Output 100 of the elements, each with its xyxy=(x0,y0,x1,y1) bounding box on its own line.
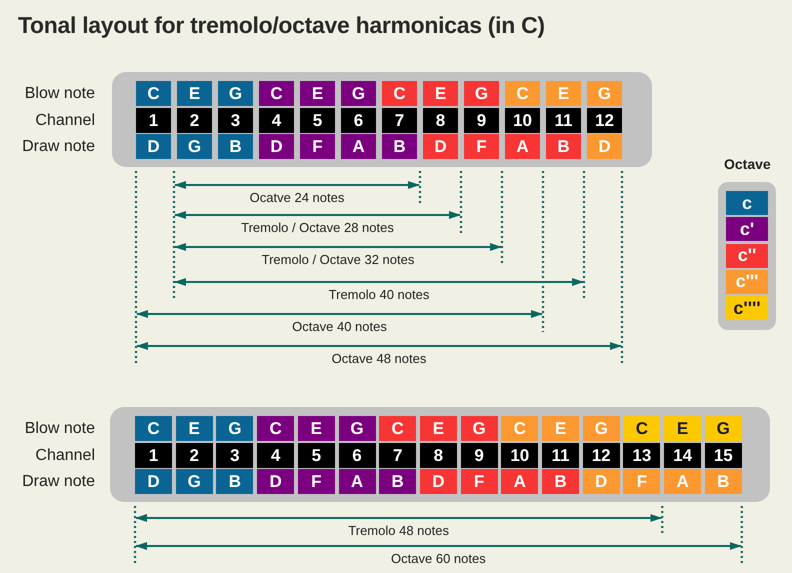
channel-number-cell: 10 xyxy=(505,108,540,133)
draw-note-cell: B xyxy=(704,469,742,494)
blow-note-cell: C xyxy=(259,81,294,106)
draw-note-cell: B xyxy=(542,469,579,494)
blow-note-cell: G xyxy=(341,81,376,106)
channel-number-cell: 4 xyxy=(257,443,294,468)
channel-number-cell: 1 xyxy=(135,443,172,468)
octave-swatch: c''' xyxy=(726,270,768,294)
blow-note-cell: C xyxy=(382,81,417,106)
channel-number-cell: 6 xyxy=(338,443,376,468)
draw-note-cell: F xyxy=(623,469,660,494)
channel-number-cell: 2 xyxy=(176,443,213,468)
channel-number-cell: 3 xyxy=(218,108,253,133)
channel-number-cell: 2 xyxy=(177,108,212,133)
blow-note-cell: E xyxy=(542,416,579,441)
channel-number-cell: 11 xyxy=(546,108,581,133)
blow-note-cell: C xyxy=(136,81,171,106)
draw-note-cell: D xyxy=(582,469,620,494)
blow-note-cell: E xyxy=(664,416,702,441)
draw-note-cell: D xyxy=(420,469,457,494)
channel-number-cell: 12 xyxy=(582,443,620,468)
blow-note-cell: E xyxy=(420,416,457,441)
draw-note-cell: D xyxy=(257,469,294,494)
blow-note-cell: G xyxy=(587,81,622,106)
draw-note-cell: A xyxy=(338,469,376,494)
blow-note-cell: C xyxy=(257,416,294,441)
draw-note-cell: B xyxy=(546,134,581,159)
octave-swatch: c'''' xyxy=(726,296,768,320)
blow-note-cell: G xyxy=(460,416,498,441)
draw-note-cell: A xyxy=(341,134,376,159)
draw-note-cell: D xyxy=(136,134,171,159)
blow-note-cell: G xyxy=(216,416,254,441)
draw-note-cell: B xyxy=(216,469,254,494)
draw-note-cell: A xyxy=(505,134,540,159)
draw-note-cell: D xyxy=(587,134,622,159)
span-label: Ocatve 24 notes xyxy=(250,190,344,205)
octave-swatch: c' xyxy=(726,217,768,242)
draw-note-cell: D xyxy=(423,134,458,159)
draw-note-label: Draw note xyxy=(21,473,95,491)
draw-note-cell: B xyxy=(379,469,416,494)
span-label: Tremolo / Octave 28 notes xyxy=(241,220,394,235)
draw-note-cell: F xyxy=(298,469,335,494)
span-label: Octave 40 notes xyxy=(292,319,387,334)
channel-number-cell: 15 xyxy=(704,443,742,468)
channel-number-cell: 3 xyxy=(216,443,254,468)
channel-number-cell: 9 xyxy=(460,443,498,468)
blow-note-label: Blow note xyxy=(24,420,95,438)
channel-number-cell: 5 xyxy=(300,108,335,133)
span-label: Tremolo 48 notes xyxy=(348,523,449,538)
channel-number-cell: 7 xyxy=(382,108,417,133)
draw-note-cell: D xyxy=(135,469,172,494)
draw-note-cell: F xyxy=(460,469,498,494)
channel-number-cell: 9 xyxy=(464,108,499,133)
channel-label: Channel xyxy=(34,112,95,130)
blow-note-cell: C xyxy=(505,81,540,106)
draw-note-cell: F xyxy=(464,134,499,159)
blow-note-cell: C xyxy=(135,416,172,441)
draw-note-cell: B xyxy=(382,134,417,159)
blow-note-cell: E xyxy=(176,416,213,441)
blow-note-cell: E xyxy=(177,81,212,106)
blow-note-cell: E xyxy=(298,416,335,441)
channel-number-cell: 12 xyxy=(587,108,622,133)
blow-note-cell: G xyxy=(464,81,499,106)
span-label: Octave 48 notes xyxy=(332,351,426,366)
draw-note-cell: A xyxy=(501,469,538,494)
channel-number-cell: 10 xyxy=(501,443,538,468)
draw-note-cell: D xyxy=(259,134,294,159)
blow-note-cell: E xyxy=(300,81,335,106)
channel-number-cell: 14 xyxy=(664,443,702,468)
draw-note-cell: B xyxy=(218,134,253,159)
channel-number-cell: 5 xyxy=(298,443,335,468)
draw-note-cell: A xyxy=(664,469,702,494)
blow-note-cell: E xyxy=(546,81,581,106)
span-label: Tremolo 40 notes xyxy=(328,287,430,302)
channel-number-cell: 4 xyxy=(259,108,294,133)
draw-note-cell: F xyxy=(300,134,335,159)
legend-heading: Octave xyxy=(724,156,771,172)
draw-note-label: Draw note xyxy=(21,138,95,156)
blow-note-cell: C xyxy=(379,416,416,441)
channel-number-cell: 11 xyxy=(542,443,579,468)
blow-note-label: Blow note xyxy=(24,85,95,103)
blow-note-cell: E xyxy=(423,81,458,106)
channel-number-cell: 6 xyxy=(341,108,376,133)
span-label: Octave 60 notes xyxy=(391,551,486,566)
channel-label: Channel xyxy=(34,447,95,465)
channel-number-cell: 7 xyxy=(379,443,416,468)
span-label: Tremolo / Octave 32 notes xyxy=(262,252,414,267)
channel-number-cell: 1 xyxy=(136,108,171,133)
blow-note-cell: G xyxy=(704,416,742,441)
channel-number-cell: 13 xyxy=(623,443,660,468)
octave-swatch: c'' xyxy=(726,244,768,268)
title: Tonal layout for tremolo/octave harmonicas (in C) xyxy=(18,12,545,39)
blow-note-cell: G xyxy=(582,416,620,441)
draw-note-cell: G xyxy=(177,134,212,159)
channel-number-cell: 8 xyxy=(420,443,457,468)
channel-number-cell: 8 xyxy=(423,108,458,133)
blow-note-cell: C xyxy=(623,416,660,441)
blow-note-cell: G xyxy=(338,416,376,441)
draw-note-cell: G xyxy=(176,469,213,494)
blow-note-cell: G xyxy=(218,81,253,106)
